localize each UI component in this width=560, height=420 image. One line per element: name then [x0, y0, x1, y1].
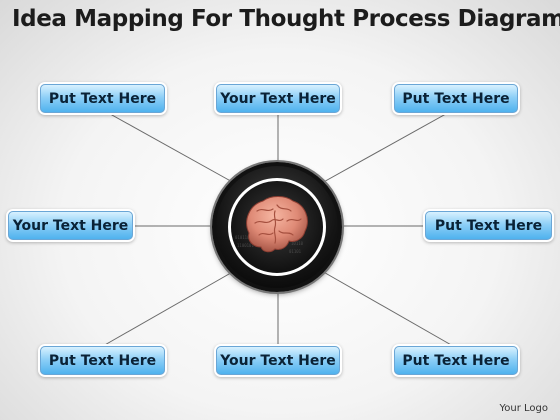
- hub-inner-ring: 0101101 1100101 10110 01101: [228, 178, 326, 276]
- footer-logo: Your Logo: [499, 403, 548, 414]
- connector-bottom-left: [102, 269, 237, 347]
- node-middle-left[interactable]: Your Text Here: [8, 211, 133, 240]
- connector-top-left: [102, 109, 237, 185]
- connector-top-right: [319, 109, 454, 185]
- node-top-left[interactable]: Put Text Here: [40, 84, 165, 113]
- center-hub: 0101101 1100101 10110 01101: [212, 162, 342, 292]
- svg-text:10110: 10110: [291, 241, 304, 246]
- brain-icon: 0101101 1100101 10110 01101: [235, 196, 308, 254]
- svg-text:1100101: 1100101: [237, 243, 254, 248]
- node-bottom-center[interactable]: Your Text Here: [216, 346, 340, 375]
- node-bottom-left[interactable]: Put Text Here: [40, 346, 165, 375]
- node-top-right[interactable]: Put Text Here: [394, 84, 518, 113]
- connector-bottom-right: [319, 269, 454, 347]
- svg-text:01101: 01101: [289, 249, 302, 254]
- svg-text:0101101: 0101101: [235, 235, 252, 240]
- node-middle-right[interactable]: Put Text Here: [425, 211, 552, 240]
- page-title: Idea Mapping For Thought Process Diagram: [12, 6, 560, 32]
- node-top-center[interactable]: Your Text Here: [216, 84, 340, 113]
- node-bottom-right[interactable]: Put Text Here: [394, 346, 518, 375]
